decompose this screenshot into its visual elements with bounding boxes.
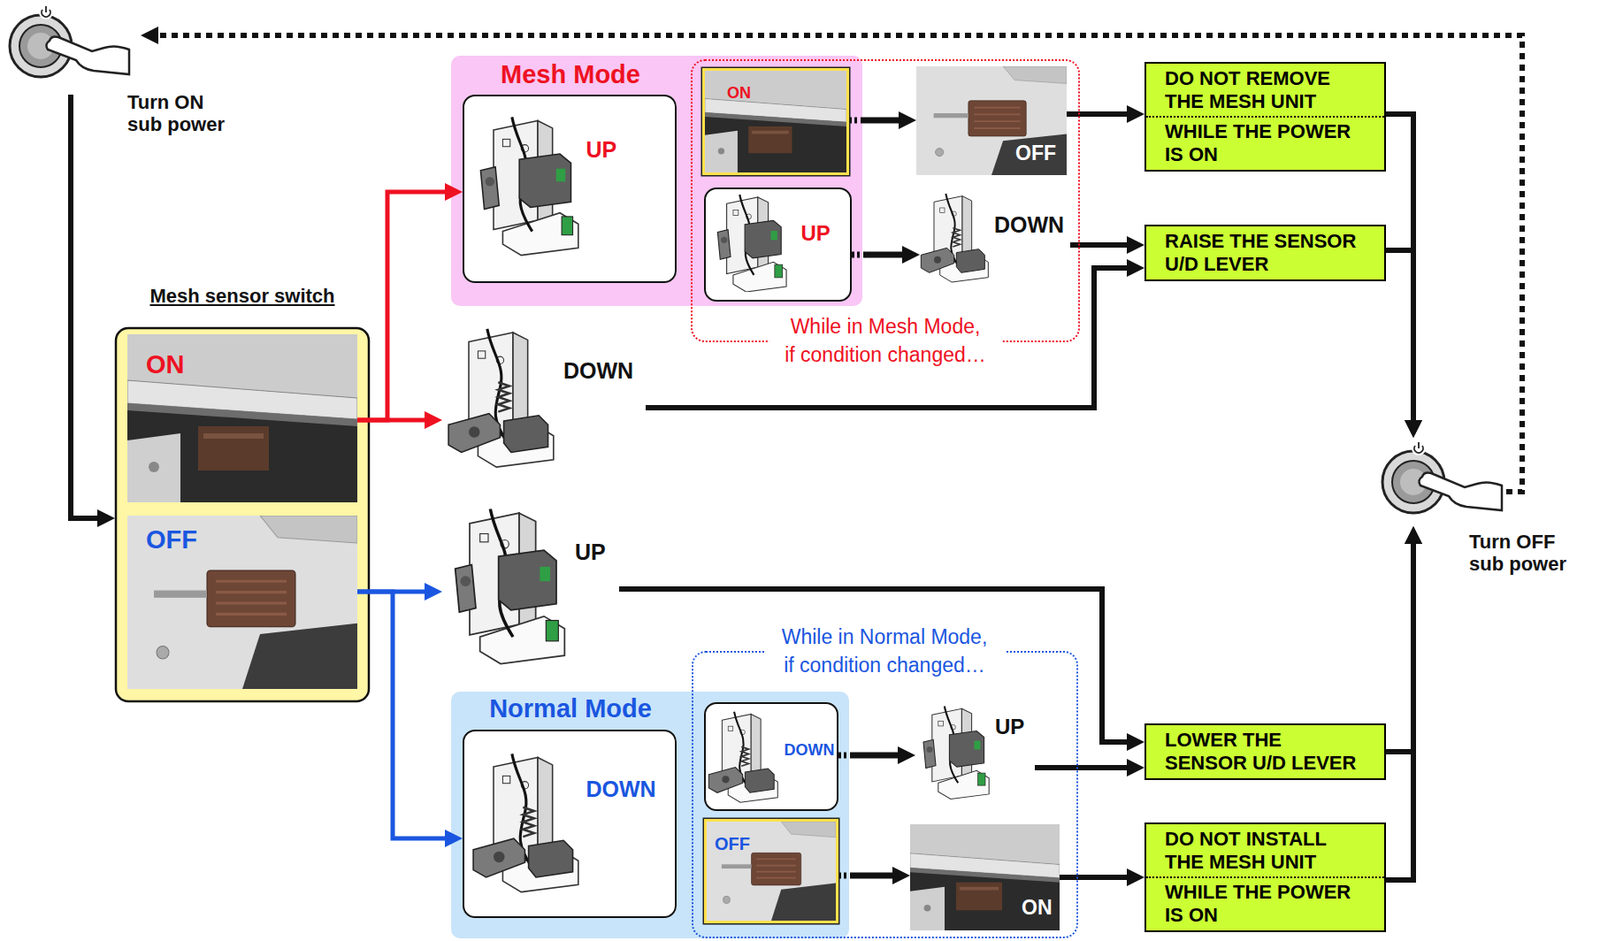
condition-caption: While in Mesh Mode, if condition changed… bbox=[769, 312, 1002, 369]
return-arrow bbox=[153, 35, 1523, 492]
state-label: UP bbox=[801, 221, 831, 246]
flow-arrow bbox=[70, 94, 103, 519]
state-label: DOWN bbox=[784, 741, 835, 760]
state-label: UP bbox=[574, 539, 606, 566]
switch-photo bbox=[127, 515, 358, 689]
sensor-drawing bbox=[920, 193, 988, 283]
box-note: WHILE THE POWER IS ON bbox=[1146, 115, 1385, 167]
switch-panel bbox=[115, 328, 369, 702]
box-heading: DO NOT REMOVE THE MESH UNIT bbox=[1146, 67, 1385, 114]
mode-panel: Normal ModeDOWN DOWN OFF bbox=[451, 691, 850, 939]
warning-box: DO NOT REMOVE THE MESH UNITWHILE THE POW… bbox=[1144, 61, 1386, 172]
condition-region: While in Normal Mode, if condition chang… bbox=[691, 650, 1079, 939]
switch-photo-box: ON bbox=[910, 824, 1060, 931]
flow-arrow bbox=[1066, 111, 1133, 117]
state-figure: UP bbox=[915, 698, 1035, 810]
flow-arrow bbox=[1059, 874, 1133, 881]
warning-box: DO NOT INSTALL THE MESH UNITWHILE THE PO… bbox=[1144, 822, 1386, 933]
switch-label: OFF bbox=[145, 525, 198, 555]
sensor-drawing bbox=[717, 194, 787, 292]
sensor-drawing bbox=[473, 753, 579, 892]
sensor-drawing bbox=[923, 706, 989, 800]
switch-panel: Mesh sensor switchON OFF bbox=[114, 281, 370, 703]
sensor-drawing bbox=[455, 509, 566, 665]
state-label: DOWN bbox=[563, 358, 634, 384]
switch-label: OFF bbox=[1015, 141, 1057, 165]
box-ground bbox=[704, 702, 839, 812]
state-label: UP bbox=[995, 714, 1025, 740]
flow-arrow bbox=[1385, 250, 1414, 426]
switch-photo bbox=[916, 66, 1067, 176]
power-button bbox=[9, 5, 130, 77]
switch-photo bbox=[704, 70, 847, 173]
box-heading: DO NOT INSTALL THE MESH UNIT bbox=[1146, 827, 1385, 874]
condition-region: While in Mesh Mode, if condition changed… bbox=[690, 59, 1080, 343]
box-ground bbox=[462, 729, 677, 919]
action-box: RAISE THE SENSOR U/D LEVER bbox=[1144, 224, 1386, 282]
flow-arrow bbox=[357, 191, 451, 421]
flow-arrow bbox=[849, 117, 904, 124]
power-button: Turn ON sub power bbox=[7, 10, 141, 95]
box-ground bbox=[704, 187, 852, 302]
panel-heading: Mesh sensor switch bbox=[114, 284, 370, 307]
mode-panel: Mesh ModeUP ON UP bbox=[451, 55, 863, 307]
state-label: UP bbox=[586, 137, 618, 163]
box-heading: RAISE THE SENSOR U/D LEVER bbox=[1146, 229, 1385, 276]
sensor-drawing bbox=[448, 329, 554, 467]
state-figure: DOWN bbox=[442, 318, 646, 478]
power-label: Turn OFF sub power bbox=[1469, 530, 1580, 576]
flow-arrow bbox=[838, 872, 898, 880]
switch-label: ON bbox=[1021, 895, 1053, 919]
condition-caption: While in Normal Mode, if condition chang… bbox=[764, 622, 1005, 680]
box-heading: LOWER THE SENSOR U/D LEVER bbox=[1146, 728, 1385, 775]
power-label: Turn ON sub power bbox=[127, 91, 238, 137]
switch-photo bbox=[127, 334, 358, 503]
state-box: UP bbox=[704, 187, 852, 302]
flow-arrow bbox=[645, 267, 1133, 408]
box-ground bbox=[462, 94, 677, 284]
switch-photo bbox=[910, 824, 1060, 931]
state-box: UP bbox=[462, 94, 677, 284]
flow-arrow bbox=[619, 589, 1133, 743]
switch-photo-box: ON bbox=[702, 68, 850, 176]
state-figure: UP bbox=[442, 495, 620, 677]
flow-arrow bbox=[1385, 114, 1414, 426]
mode-heading: Normal Mode bbox=[464, 694, 677, 724]
flow-arrow bbox=[1385, 538, 1414, 881]
state-label: DOWN bbox=[586, 776, 657, 803]
switch-photo bbox=[706, 821, 836, 921]
flow-arrow bbox=[357, 418, 430, 423]
flow-arrow bbox=[1034, 765, 1133, 771]
normal-mode-panel bbox=[451, 691, 850, 939]
flow-arrow bbox=[1385, 538, 1414, 752]
switch-photo-box: OFF bbox=[704, 819, 839, 924]
state-box: DOWN bbox=[462, 729, 677, 919]
switch-label: OFF bbox=[714, 834, 751, 855]
power-button: Turn OFF sub power bbox=[1373, 437, 1507, 527]
power-button bbox=[1382, 441, 1502, 513]
flow-arrow bbox=[851, 252, 908, 259]
state-label: DOWN bbox=[994, 212, 1065, 238]
switch-label: ON bbox=[727, 84, 751, 103]
box-note: WHILE THE POWER IS ON bbox=[1146, 876, 1385, 927]
sensor-drawing bbox=[480, 116, 578, 255]
switch-photo-box: ON bbox=[127, 334, 358, 503]
flow-arrow bbox=[838, 752, 904, 759]
state-box: DOWN bbox=[704, 702, 839, 812]
mode-heading: Mesh Mode bbox=[464, 60, 677, 90]
state-figure: DOWN bbox=[919, 181, 1071, 297]
switch-photo-box: OFF bbox=[916, 66, 1067, 176]
flow-arrow bbox=[357, 591, 451, 839]
switch-photo-box: OFF bbox=[127, 515, 358, 689]
sensor-drawing bbox=[708, 711, 778, 804]
switch-label: ON bbox=[145, 350, 185, 380]
mesh-mode-panel bbox=[451, 55, 863, 307]
action-box: LOWER THE SENSOR U/D LEVER bbox=[1144, 723, 1386, 781]
